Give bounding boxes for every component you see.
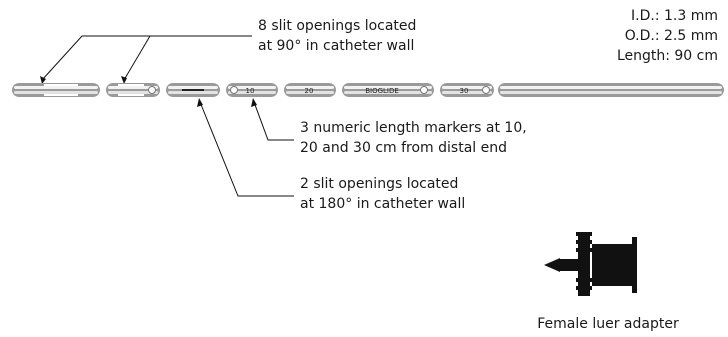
catheter-segment [498,83,724,97]
catheter-tube: 10 20 BIOGLIDE 30 [12,83,724,97]
arrowhead-icon [40,76,46,84]
callout-markers-line1: 3 numeric length markers at 10, [300,120,527,136]
luer-adapter-icon [544,232,637,296]
arrowhead-icon [121,76,127,84]
slit-opening [44,94,78,96]
callout-markers: 3 numeric length markers at 10, 20 and 3… [251,98,527,156]
callout-slits-180: 2 slit openings located at 180° in cathe… [197,98,465,212]
leader-line-slits-180 [199,101,294,197]
catheter-segment [166,83,220,97]
leader-line-markers [253,101,294,141]
spec-block: I.D.: 1.3 mm O.D.: 2.5 mm Length: 90 cm [617,8,718,64]
catheter-segment: 30 [440,83,494,97]
slit-opening [44,84,78,86]
callout-slits-90-line1: 8 slit openings located [258,18,416,34]
length-text: Length: 90 cm [617,48,718,64]
callout-markers-line2: 20 and 30 cm from distal end [300,140,507,156]
length-marker-10: 10 [246,87,255,95]
catheter-segment: 10 [226,83,278,97]
callout-slits-180-line1: 2 slit openings located [300,176,458,192]
catheter-segment: BIOGLIDE [342,83,434,97]
leader-line-slits-90-b [123,35,151,81]
arrowhead-icon [197,98,203,107]
catheter-segment: 20 [284,83,336,97]
inner-diameter-text: I.D.: 1.3 mm [631,8,718,24]
catheter-segment [106,83,160,97]
callout-slits-90-line2: at 90° in catheter wall [258,38,414,54]
leader-line-slits-90-a [41,35,252,81]
catheter-segment [12,83,100,97]
outer-diameter-text: O.D.: 2.5 mm [625,28,718,44]
slit-opening [118,84,144,86]
length-marker-20: 20 [305,87,314,95]
adapter-caption: Female luer adapter [537,316,679,332]
callout-slits-180-line2: at 180° in catheter wall [300,196,465,212]
slit-opening-180 [182,89,204,91]
arrowhead-icon [251,98,257,107]
slit-opening [118,94,144,96]
length-marker-30: 30 [460,87,469,95]
callout-slits-90: 8 slit openings located at 90° in cathet… [40,18,416,84]
brand-marker-bioglide: BIOGLIDE [365,87,399,95]
